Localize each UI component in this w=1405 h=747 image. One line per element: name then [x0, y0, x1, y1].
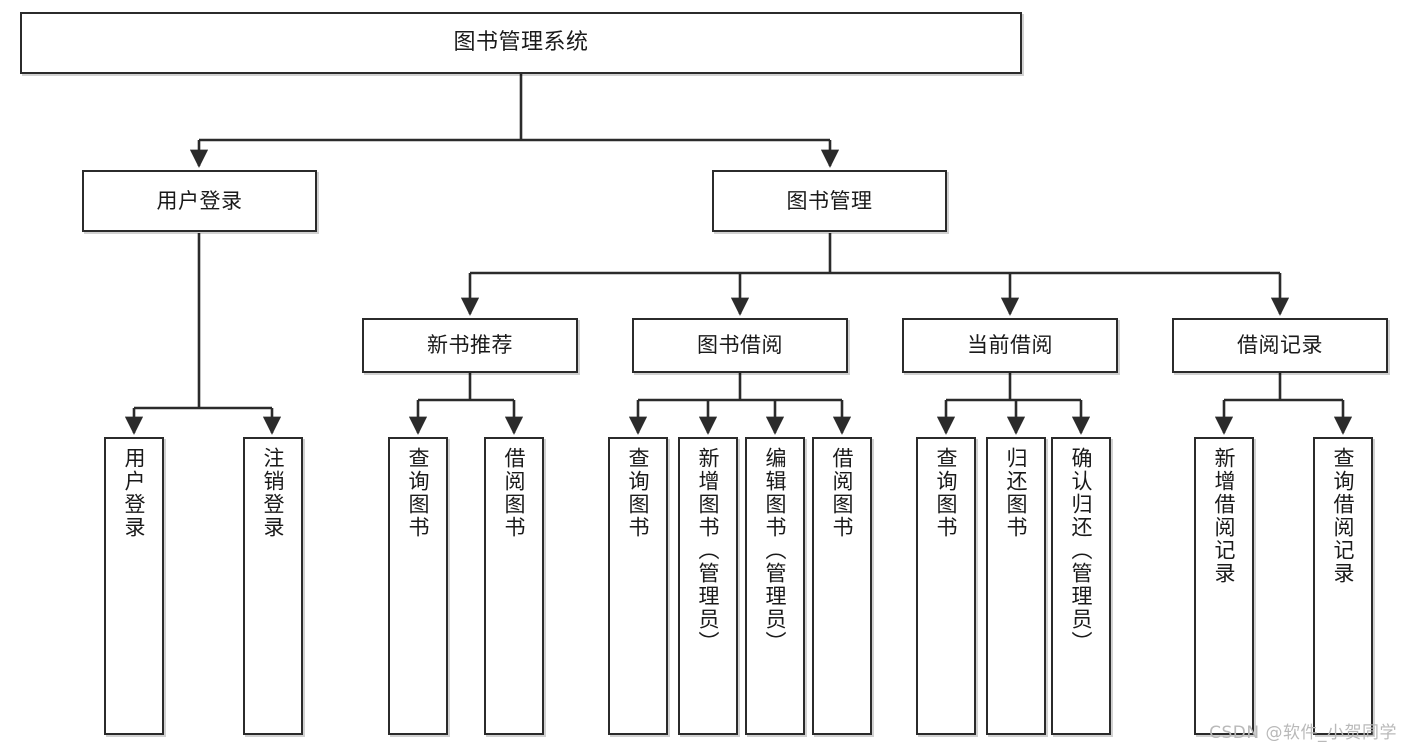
- node-book-borrow[interactable]: 图书借阅: [632, 318, 848, 373]
- node-leaf-query-book-2-label: 查询图书: [626, 447, 651, 539]
- node-leaf-logout-login-label: 注销登录: [261, 447, 286, 539]
- node-leaf-add-book-label: 新增图书（管理员）: [696, 447, 721, 654]
- node-leaf-edit-book[interactable]: 编辑图书（管理员）: [745, 437, 805, 735]
- node-leaf-confirm-return-label: 确认归还（管理员）: [1069, 447, 1094, 654]
- node-book-borrow-label: 图书借阅: [697, 333, 783, 358]
- node-root[interactable]: 图书管理系统: [20, 12, 1022, 74]
- node-borrow-record[interactable]: 借阅记录: [1172, 318, 1388, 373]
- node-leaf-logout-login[interactable]: 注销登录: [243, 437, 303, 735]
- node-leaf-add-record-label: 新增借阅记录: [1212, 447, 1237, 585]
- node-current-borrow-label: 当前借阅: [967, 333, 1053, 358]
- node-leaf-add-record[interactable]: 新增借阅记录: [1194, 437, 1254, 735]
- node-new-book-recommend[interactable]: 新书推荐: [362, 318, 578, 373]
- node-book-management[interactable]: 图书管理: [712, 170, 947, 232]
- node-leaf-borrow-book-2-label: 借阅图书: [830, 447, 855, 539]
- node-leaf-confirm-return[interactable]: 确认归还（管理员）: [1051, 437, 1111, 735]
- node-leaf-query-book-1[interactable]: 查询图书: [388, 437, 448, 735]
- node-leaf-user-login-label: 用户登录: [122, 447, 147, 539]
- node-user-login[interactable]: 用户登录: [82, 170, 317, 232]
- node-leaf-return-book[interactable]: 归还图书: [986, 437, 1046, 735]
- node-leaf-edit-book-label: 编辑图书（管理员）: [763, 447, 788, 654]
- node-leaf-borrow-book-1[interactable]: 借阅图书: [484, 437, 544, 735]
- node-leaf-borrow-book-2[interactable]: 借阅图书: [812, 437, 872, 735]
- node-current-borrow[interactable]: 当前借阅: [902, 318, 1118, 373]
- node-leaf-add-book[interactable]: 新增图书（管理员）: [678, 437, 738, 735]
- node-leaf-query-record[interactable]: 查询借阅记录: [1313, 437, 1373, 735]
- node-leaf-borrow-book-1-label: 借阅图书: [502, 447, 527, 539]
- node-leaf-query-book-3[interactable]: 查询图书: [916, 437, 976, 735]
- node-borrow-record-label: 借阅记录: [1237, 333, 1323, 358]
- node-book-management-label: 图书管理: [786, 188, 873, 213]
- node-user-login-label: 用户登录: [156, 188, 243, 213]
- node-new-book-recommend-label: 新书推荐: [427, 333, 513, 358]
- node-leaf-query-book-2[interactable]: 查询图书: [608, 437, 668, 735]
- node-leaf-query-record-label: 查询借阅记录: [1331, 447, 1356, 585]
- node-leaf-query-book-3-label: 查询图书: [934, 447, 959, 539]
- node-leaf-query-book-1-label: 查询图书: [406, 447, 431, 539]
- node-leaf-user-login[interactable]: 用户登录: [104, 437, 164, 735]
- node-leaf-return-book-label: 归还图书: [1004, 447, 1029, 539]
- node-root-label: 图书管理系统: [453, 30, 589, 56]
